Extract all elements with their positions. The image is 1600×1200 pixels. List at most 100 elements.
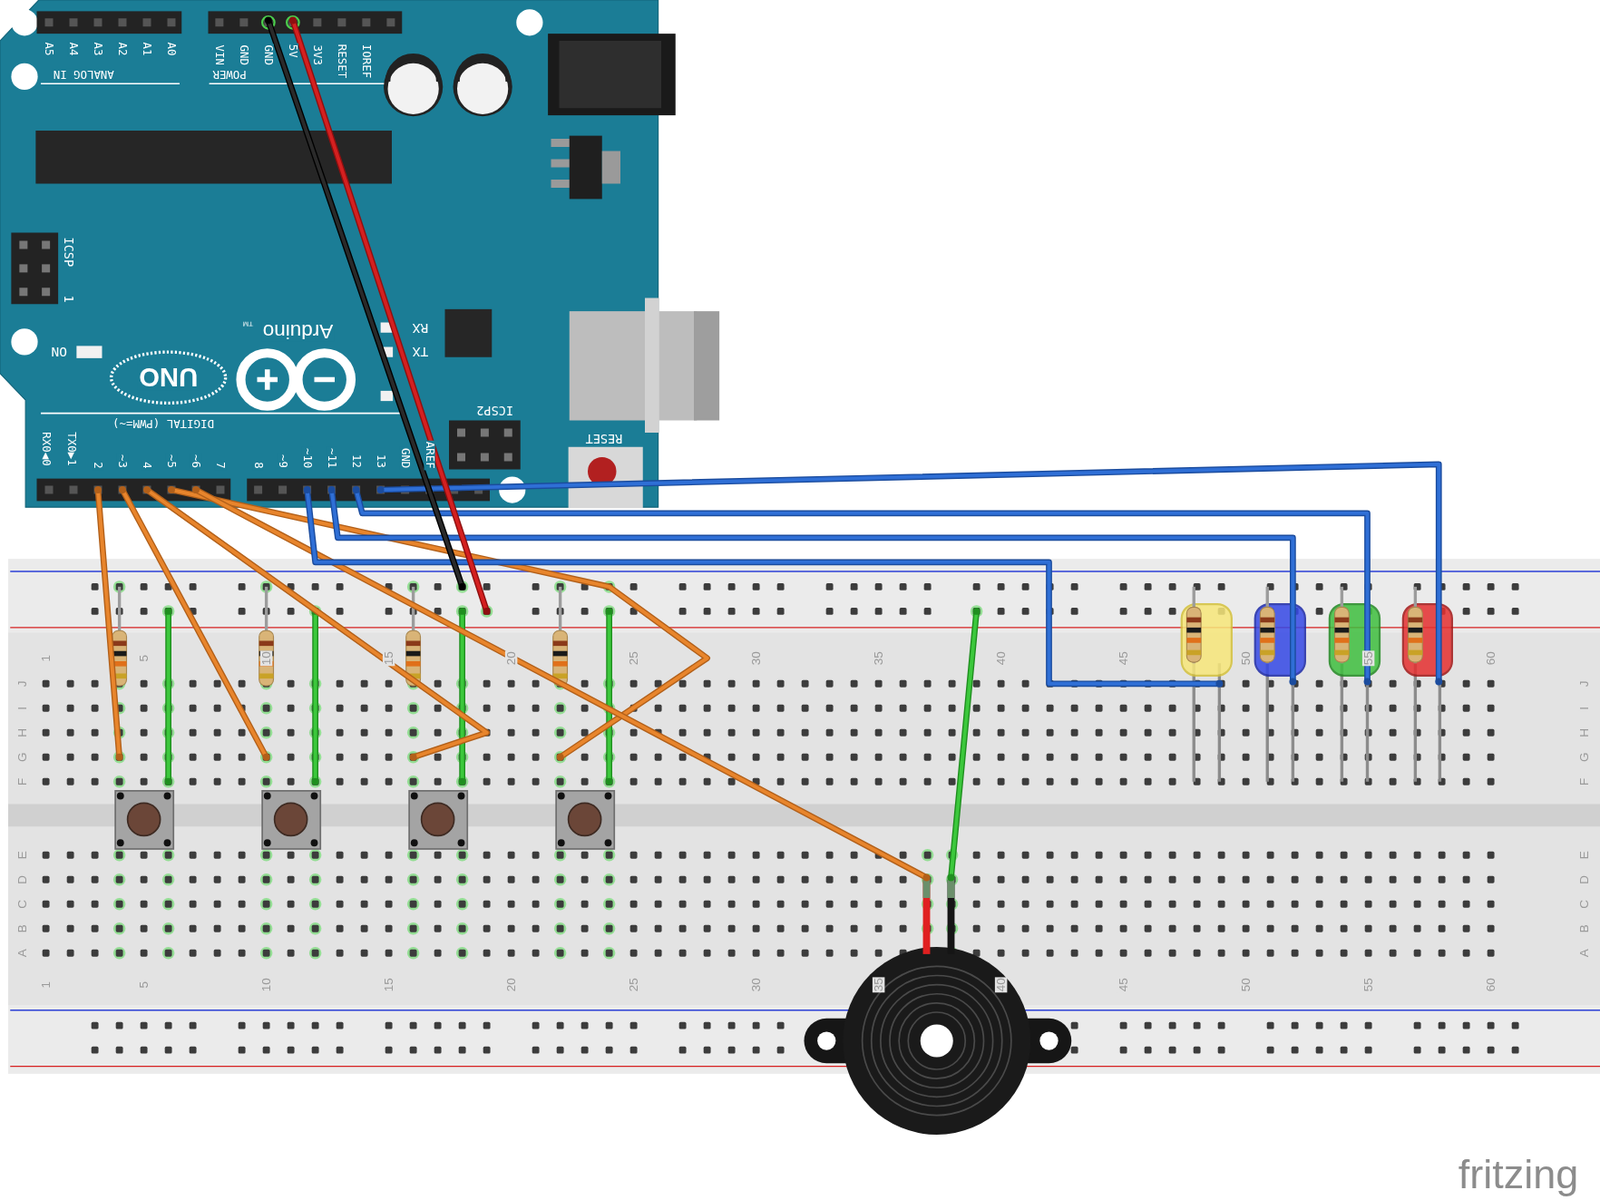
breadboard-hole (214, 778, 222, 786)
breadboard-hole (1340, 949, 1348, 957)
breadboard-hole (801, 680, 810, 688)
buzzer-mount-hole (1039, 1031, 1058, 1050)
breadboard-hole (630, 949, 638, 957)
resistor-symbol (1335, 606, 1350, 663)
breadboard-hole (752, 680, 761, 688)
pin-label: RESET (336, 43, 348, 80)
breadboard-hole (1095, 876, 1103, 884)
breadboard-hole (605, 607, 614, 615)
breadboard-hole (116, 851, 124, 859)
hole-highlight (113, 873, 127, 887)
hole-highlight (309, 897, 322, 911)
breadboard-hole (1487, 851, 1495, 859)
breadboard-hole (1267, 1046, 1275, 1054)
breadboard-hole (287, 1022, 295, 1030)
hole-highlight (456, 922, 469, 936)
breadboard-hole (1095, 729, 1103, 737)
breadboard-hole (1389, 851, 1397, 859)
breadboard-hole (728, 949, 736, 957)
breadboard-hole (850, 753, 859, 761)
usb-connector (569, 311, 698, 420)
hole-highlight (309, 922, 322, 936)
pin-label: AREF (423, 440, 435, 470)
breadboard-hole (434, 949, 442, 957)
breadboard-hole (1242, 729, 1250, 737)
board-label: RESET (585, 432, 625, 446)
breadboard-hole (850, 607, 859, 615)
breadboard-hole (630, 778, 638, 786)
wire-end (947, 874, 956, 882)
breadboard-hole (703, 778, 712, 786)
breadboard-hole (385, 876, 393, 884)
breadboard-hole (140, 1022, 148, 1030)
breadboard-hole (826, 607, 834, 615)
breadboard-hole (336, 876, 344, 884)
breadboard-hole (507, 778, 516, 786)
breadboard-hole (1487, 900, 1495, 908)
breadboard-hole (1169, 753, 1177, 761)
breadboard-hole (1267, 1022, 1275, 1030)
buzzer-center (920, 1024, 954, 1058)
breadboard-hole (1242, 753, 1250, 761)
breadboard-hole (899, 925, 908, 933)
breadboard-hole (507, 729, 516, 737)
wire-end (605, 607, 614, 615)
breadboard-hole (1022, 851, 1030, 859)
breadboard-hole (287, 1046, 295, 1054)
breadboard-hole (1512, 607, 1520, 615)
wire (951, 611, 977, 879)
hole-highlight (407, 775, 420, 789)
breadboard-hole (630, 753, 638, 761)
breadboard-hole (1389, 680, 1397, 688)
breadboard-hole (752, 1022, 761, 1030)
column-number: 25 (627, 976, 641, 993)
pin-label: GND (263, 43, 274, 67)
breadboard-hole (1389, 778, 1397, 786)
wire-end (1288, 678, 1297, 686)
breadboard-hole (703, 607, 712, 615)
breadboard-hole (312, 900, 320, 908)
breadboard-hole (67, 704, 75, 713)
pushbutton-corner (164, 839, 172, 847)
breadboard-hole (483, 778, 491, 786)
hole-highlight (456, 897, 469, 911)
column-number: 1 (39, 653, 53, 664)
breadboard-hole (360, 753, 369, 761)
buzzer-ring (871, 975, 1003, 1107)
breadboard-hole (1071, 900, 1079, 908)
resistor-symbol (1408, 606, 1424, 663)
breadboard-hole (532, 851, 540, 859)
breadboard-hole (556, 949, 565, 957)
breadboard-hole (801, 778, 810, 786)
wire-end (1215, 680, 1223, 688)
breadboard-hole (409, 876, 418, 884)
breadboard-hole (556, 753, 565, 761)
breadboard-hole (434, 753, 442, 761)
breadboard-hole (679, 900, 687, 908)
breadboard-hole (140, 680, 148, 688)
header-pin (312, 18, 322, 27)
icsp-header (10, 233, 59, 305)
breadboard-hole (777, 680, 785, 688)
pushbutton (556, 790, 615, 849)
breadboard-hole (581, 900, 589, 908)
wire (380, 464, 1440, 683)
header-pin (361, 18, 371, 27)
regulator-tab (602, 151, 621, 185)
column-number: 40 (995, 976, 1008, 993)
breadboard-hole (1022, 729, 1030, 737)
breadboard-hole (1022, 900, 1030, 908)
breadboard-hole (91, 680, 99, 688)
breadboard-hole (1046, 851, 1054, 859)
board-logo: Arduino (262, 321, 335, 342)
breadboard-hole (189, 680, 197, 688)
breadboard-hole (1218, 851, 1226, 859)
breadboard-hole (1316, 583, 1324, 591)
breadboard-hole (1242, 680, 1250, 688)
breadboard-hole (458, 925, 467, 933)
resistor-band (259, 673, 274, 680)
pushbutton-cap (274, 802, 308, 836)
breadboard-hole (1071, 876, 1079, 884)
breadboard-hole (116, 876, 124, 884)
